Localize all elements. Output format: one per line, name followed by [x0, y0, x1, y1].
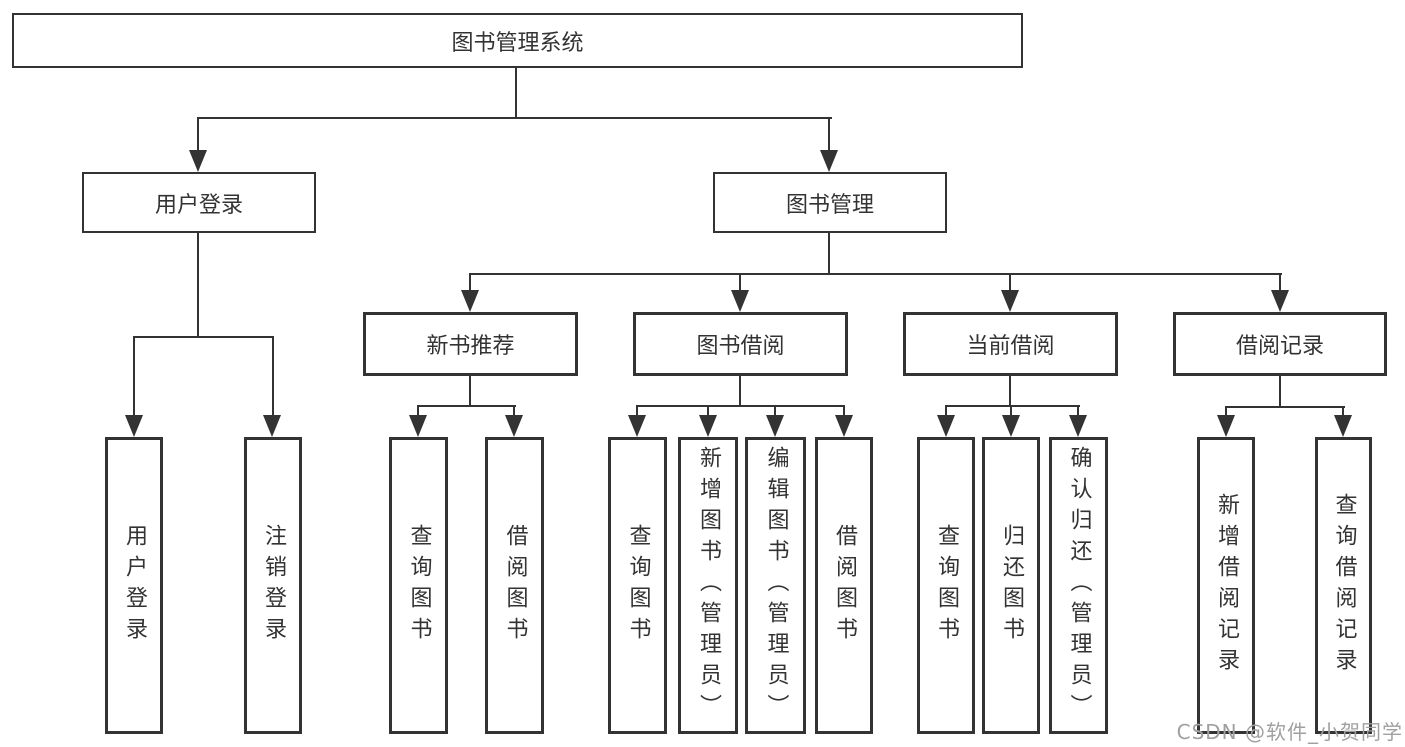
connector-stem-leaf — [1225, 406, 1227, 417]
arrow-down-icon — [505, 415, 523, 437]
connector-borrow-record-down — [1279, 376, 1281, 408]
leaf-logout: 注销登录 — [244, 437, 302, 734]
connector-stem-user-login — [197, 117, 199, 152]
connector-stem-leaf — [774, 405, 776, 417]
connector-current-borrow-down — [1009, 376, 1011, 407]
connector-stem-leaf — [843, 405, 845, 417]
node-label: 用户登录 — [154, 192, 243, 218]
connector-level3-split — [469, 273, 1282, 275]
connector-book-borrow-split — [636, 405, 845, 407]
connector-stem-leaf — [513, 405, 515, 417]
arrow-down-icon — [263, 415, 281, 437]
connector-stem-leaf-logout — [272, 336, 274, 417]
arrow-down-icon — [628, 415, 646, 437]
leaf-label: 编辑图书（管理员） — [763, 446, 789, 725]
arrow-down-icon — [820, 150, 838, 172]
connector-stem-leaf — [1342, 406, 1344, 417]
connector-stem-book-borrow — [739, 273, 741, 292]
node-current-borrow: 当前借阅 — [903, 312, 1118, 376]
arrow-down-icon — [125, 415, 143, 437]
connector-stem-leaf — [707, 405, 709, 417]
connector-root-stem — [515, 68, 517, 118]
leaf-query-book-borrow: 查询图书 — [608, 437, 667, 734]
node-label: 图书管理 — [785, 192, 874, 218]
connector-current-borrow-split — [945, 405, 1080, 407]
leaf-add-book-admin: 新增图书（管理员） — [678, 437, 738, 734]
leaf-label: 查询图书 — [934, 523, 959, 648]
arrow-down-icon — [461, 290, 479, 312]
connector-stem-leaf — [1010, 405, 1012, 417]
connector-book-management-down — [828, 233, 830, 275]
connector-stem-leaf — [636, 405, 638, 417]
leaf-label: 查询图书 — [625, 523, 651, 648]
connector-stem-leaf-user-login — [133, 336, 135, 417]
node-borrow-record: 借阅记录 — [1173, 312, 1387, 376]
connector-stem-leaf — [1077, 405, 1079, 417]
node-new-book-recommend: 新书推荐 — [363, 312, 578, 376]
arrow-down-icon — [699, 415, 717, 437]
arrow-down-icon — [937, 415, 955, 437]
connector-user-login-split — [133, 336, 274, 338]
node-label: 当前借阅 — [966, 334, 1055, 359]
arrow-down-icon — [731, 290, 749, 312]
node-label: 借阅记录 — [1235, 334, 1324, 359]
arrow-down-icon — [1217, 415, 1235, 437]
node-root: 图书管理系统 — [12, 13, 1023, 68]
connector-stem-borrow-record — [1279, 273, 1281, 292]
arrow-down-icon — [1002, 415, 1020, 437]
leaf-query-book-recommend: 查询图书 — [389, 437, 448, 734]
leaf-borrow-book-recommend: 借阅图书 — [485, 437, 544, 734]
connector-stem-leaf — [417, 405, 419, 417]
leaf-label: 用户登录 — [122, 523, 147, 648]
connector-stem-new-book-recommend — [469, 273, 471, 292]
leaf-label: 新增图书（管理员） — [696, 446, 721, 725]
node-user-login: 用户登录 — [82, 172, 316, 233]
arrow-down-icon — [409, 415, 427, 437]
leaf-query-book-current: 查询图书 — [917, 437, 975, 734]
leaf-confirm-return-admin: 确认归还（管理员） — [1049, 437, 1108, 734]
node-root-label: 图书管理系统 — [451, 30, 584, 56]
leaf-user-login: 用户登录 — [105, 437, 163, 734]
arrow-down-icon — [1271, 290, 1289, 312]
leaf-add-borrow-record: 新增借阅记录 — [1197, 437, 1255, 734]
connector-stem-book-management — [828, 117, 830, 152]
leaf-label: 归还图书 — [999, 523, 1024, 648]
connector-stem-current-borrow — [1009, 273, 1011, 292]
leaf-label: 借阅图书 — [502, 523, 528, 648]
arrow-down-icon — [1069, 415, 1087, 437]
node-label: 新书推荐 — [426, 334, 515, 359]
connector-recommend-down — [469, 376, 471, 407]
leaf-label: 确认归还（管理员） — [1066, 446, 1092, 725]
arrow-down-icon — [766, 415, 784, 437]
leaf-query-borrow-record: 查询借阅记录 — [1315, 437, 1372, 734]
connector-stem-leaf — [945, 405, 947, 417]
leaf-borrow-book: 借阅图书 — [815, 437, 873, 734]
arrow-down-icon — [189, 150, 207, 172]
arrow-down-icon — [835, 415, 853, 437]
leaf-label: 查询图书 — [406, 523, 432, 648]
leaf-edit-book-admin: 编辑图书（管理员） — [745, 437, 806, 734]
node-label: 图书借阅 — [696, 334, 785, 359]
arrow-down-icon — [1001, 290, 1019, 312]
connector-borrow-record-split — [1225, 406, 1345, 408]
leaf-label: 查询借阅记录 — [1331, 492, 1357, 679]
arrow-down-icon — [1334, 415, 1352, 437]
connector-book-borrow-down — [739, 376, 741, 407]
leaf-return-book: 归还图书 — [982, 437, 1040, 734]
connector-level1-split — [197, 117, 832, 119]
connector-recommend-split — [417, 405, 516, 407]
leaf-label: 新增借阅记录 — [1214, 492, 1239, 679]
leaf-label: 借阅图书 — [832, 523, 857, 648]
connector-user-login-down — [197, 233, 199, 338]
watermark: CSDN @软件_小贺同学 — [1176, 720, 1403, 744]
leaf-label: 注销登录 — [261, 523, 286, 648]
node-book-borrow: 图书借阅 — [633, 312, 848, 376]
node-book-management: 图书管理 — [713, 172, 947, 233]
